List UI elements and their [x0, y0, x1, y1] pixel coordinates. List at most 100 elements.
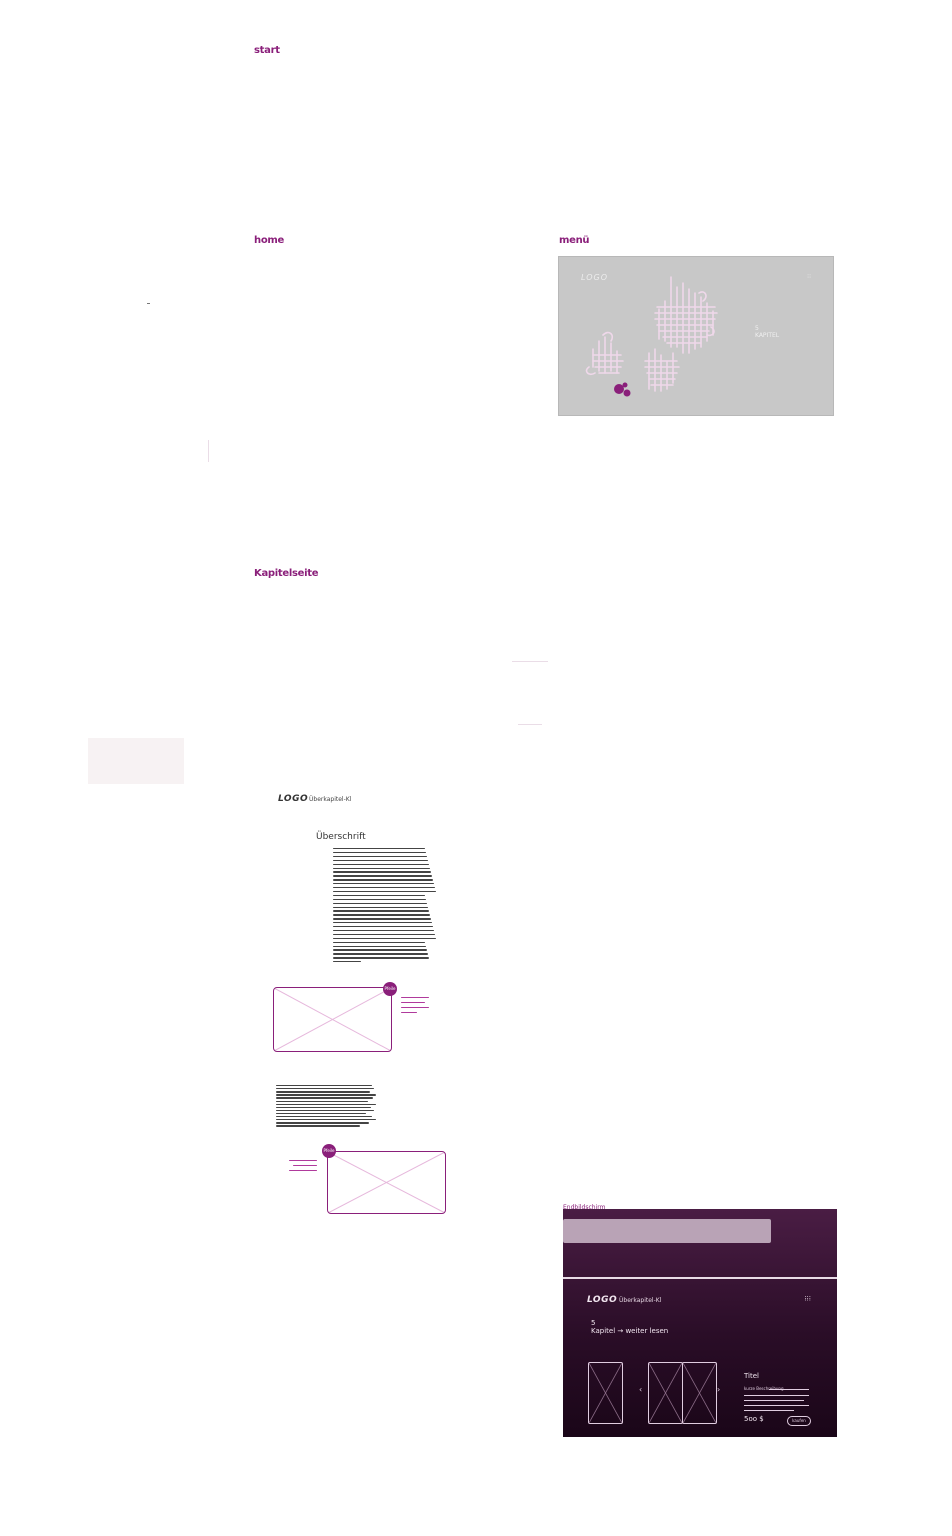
placeholder-text-line — [333, 883, 434, 885]
caption-line — [401, 1002, 425, 1004]
placeholder-text-line — [333, 848, 425, 850]
placeholder-text-line — [333, 863, 429, 865]
placeholder-text-line — [333, 918, 431, 920]
menu-side-text: KAPITEL — [755, 332, 780, 339]
placeholder-text-line — [276, 1088, 374, 1090]
dark-frame-label: Endbildschirm — [563, 1204, 606, 1211]
chapter-heading: Überschrift — [316, 832, 366, 842]
dark-frame: LOGO Überkapitel-Kl ⁝⁝⁝ 5 Kapitel → weit… — [563, 1209, 837, 1437]
image-cross-2 — [328, 1152, 445, 1213]
placeholder-text-line — [276, 1085, 372, 1087]
product-price: 5oo $ — [744, 1415, 764, 1423]
placeholder-text-line — [333, 855, 427, 858]
placeholder-text-line — [333, 851, 426, 854]
chapter-breadcrumb[interactable]: Überkapitel-Kl — [309, 796, 352, 803]
placeholder-text-line — [333, 941, 425, 943]
placeholder-text-line — [333, 890, 436, 893]
placeholder-text-line — [333, 898, 426, 901]
menu-frame: LOGO ⁝⁝ 5 KAPITEL — [558, 256, 834, 416]
placeholder-text-line — [333, 945, 426, 947]
description-line — [744, 1395, 809, 1396]
placeholder-text-line — [333, 949, 427, 951]
menu-dots-icon[interactable]: ⁝⁝ — [807, 273, 811, 280]
dark-chapter-link[interactable]: 5 Kapitel → weiter lesen — [591, 1319, 668, 1335]
placeholder-text-line — [333, 933, 435, 936]
caption-line — [293, 1165, 317, 1167]
placeholder-text-line — [333, 871, 431, 873]
dark-chapter-text: Kapitel → weiter lesen — [591, 1327, 669, 1335]
placeholder-text-line — [333, 929, 434, 932]
dark-breadcrumb[interactable]: Überkapitel-Kl — [619, 1297, 662, 1304]
buy-button[interactable]: kaufen — [787, 1416, 811, 1426]
placeholder-text-line — [276, 1119, 376, 1121]
placeholder-text-line — [333, 887, 435, 889]
image-placeholder-1 — [273, 987, 392, 1052]
menu-logo: LOGO — [581, 273, 609, 282]
description-line — [769, 1389, 809, 1390]
dark-card-cross — [683, 1363, 716, 1423]
dark-logo[interactable]: LOGO — [587, 1295, 618, 1305]
dark-menu-icon[interactable]: ⁝⁝⁝ — [804, 1295, 811, 1303]
stray-mark — [147, 303, 150, 304]
caption-line — [401, 1007, 429, 1009]
faint-line-3 — [208, 440, 209, 462]
placeholder-text-line — [276, 1097, 373, 1099]
section-label-chapter: Kapitelseite — [254, 568, 319, 579]
placeholder-text-line — [333, 902, 427, 904]
placeholder-text-line — [276, 1091, 370, 1093]
placeholder-text-line — [276, 1094, 376, 1096]
dark-card-cross — [589, 1363, 622, 1423]
chevron-left-icon[interactable]: ‹ — [639, 1385, 643, 1394]
dark-card-2[interactable] — [648, 1362, 683, 1424]
placeholder-text-line — [333, 859, 428, 862]
image-cross-1 — [274, 988, 391, 1051]
caption-line — [401, 997, 429, 999]
chevron-right-icon[interactable]: › — [717, 1385, 721, 1394]
placeholder-text-line — [333, 953, 428, 955]
placeholder-text-line — [276, 1109, 374, 1112]
placeholder-text-line — [276, 1122, 369, 1124]
placeholder-text-line — [333, 914, 430, 916]
dark-card-cross — [649, 1363, 682, 1423]
faint-rectangle — [88, 738, 184, 784]
description-line — [744, 1400, 804, 1401]
placeholder-text-line — [333, 910, 429, 912]
placeholder-text-line — [276, 1103, 376, 1105]
section-label-home: home — [254, 235, 284, 246]
placeholder-text-line — [333, 879, 433, 881]
placeholder-text-line — [276, 1100, 368, 1102]
menu-pattern — [585, 276, 718, 397]
dark-chapter-prefix: 5 — [591, 1319, 596, 1327]
caption-line — [289, 1160, 317, 1162]
placeholder-text-line — [333, 906, 428, 908]
faint-line-2 — [518, 724, 542, 725]
placeholder-text-line — [276, 1125, 360, 1127]
product-description: kurze Beschreibung — [744, 1386, 784, 1391]
chapter-logo[interactable]: LOGO — [278, 794, 309, 804]
badge-1[interactable]: Pfeile — [383, 982, 397, 996]
placeholder-text-line — [333, 867, 430, 869]
faint-line-1 — [512, 661, 548, 662]
section-label-start: start — [254, 45, 280, 56]
dark-card-3[interactable] — [682, 1362, 717, 1424]
placeholder-text-line — [333, 922, 432, 924]
section-label-menu: menü — [559, 235, 590, 246]
description-line — [744, 1405, 809, 1406]
placeholder-text-line — [333, 961, 361, 963]
placeholder-text-line — [333, 875, 432, 877]
placeholder-text-line — [333, 957, 429, 959]
placeholder-text-line — [276, 1112, 366, 1115]
description-line — [744, 1410, 794, 1411]
placeholder-text-line — [276, 1116, 372, 1118]
caption-line — [401, 1012, 417, 1014]
placeholder-text-line — [333, 894, 425, 897]
placeholder-text-line — [333, 937, 436, 940]
placeholder-text-line — [276, 1106, 371, 1109]
badge-2[interactable]: Pfeile — [322, 1144, 336, 1158]
dark-card-1[interactable] — [588, 1362, 623, 1424]
dark-divider — [563, 1277, 837, 1279]
menu-side-label: 5 KAPITEL — [755, 325, 779, 339]
image-placeholder-2 — [327, 1151, 446, 1214]
menu-side-prefix: 5 — [755, 325, 759, 332]
product-title: Titel — [744, 1372, 760, 1380]
